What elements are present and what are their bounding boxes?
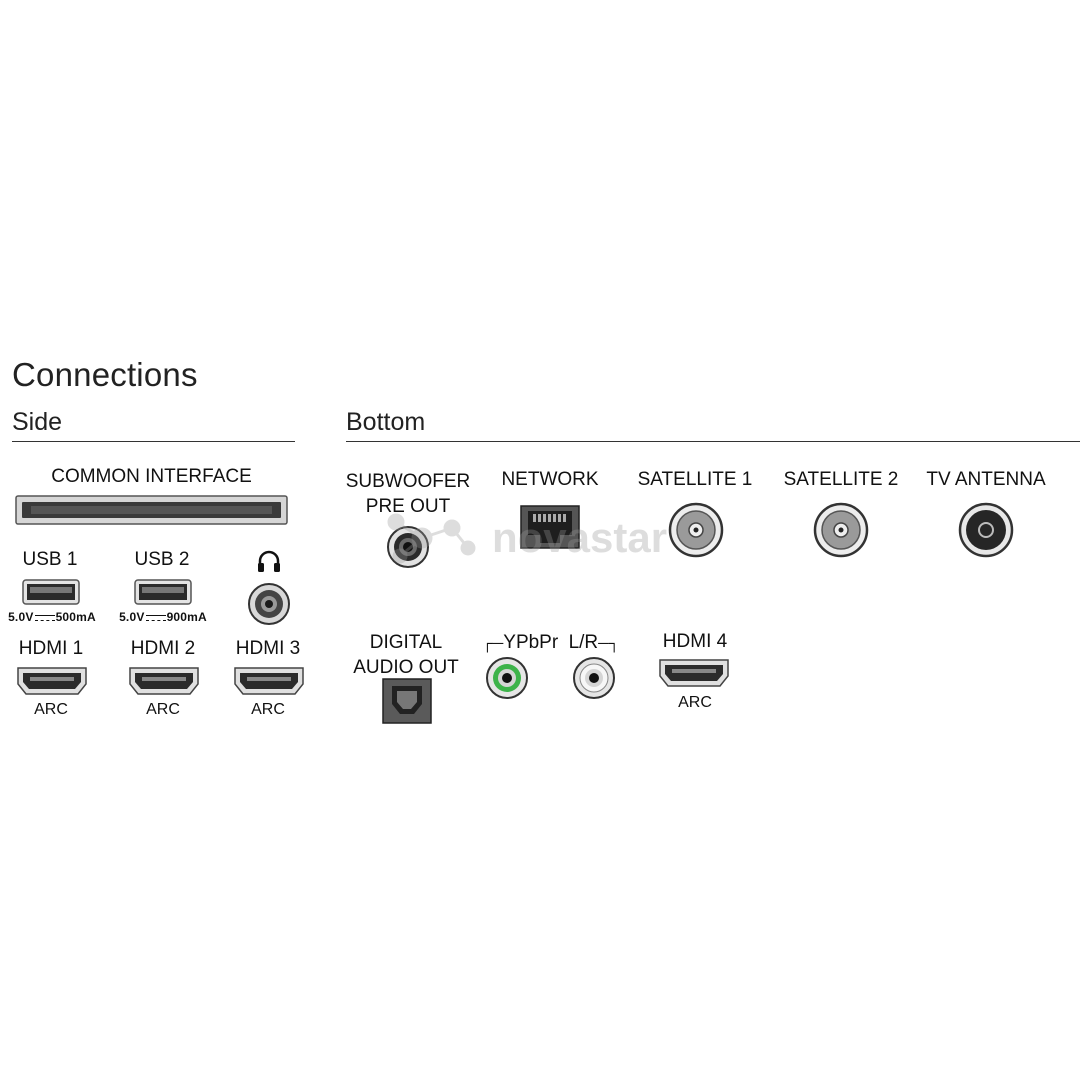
usb1-label: USB 1 bbox=[22, 549, 78, 570]
ypbpr-label-text: YPbPr bbox=[503, 632, 559, 653]
page-title: Connections bbox=[12, 356, 198, 393]
tv-antenna-label: TV ANTENNA bbox=[926, 469, 1046, 490]
side-heading: Side bbox=[12, 408, 63, 436]
lr-label-text: L/R bbox=[568, 632, 599, 653]
side-divider bbox=[12, 441, 295, 442]
bottom-heading: Bottom bbox=[346, 408, 426, 436]
digital-audio-label-line1: DIGITAL bbox=[369, 632, 443, 653]
hdmi4-arc-label: ARC bbox=[678, 694, 712, 711]
ethernet-port-icon bbox=[520, 505, 580, 549]
coax-port-icon bbox=[668, 502, 724, 558]
hdmi-port-icon bbox=[658, 658, 730, 688]
coax-port-icon bbox=[813, 502, 869, 558]
network-label: NETWORK bbox=[501, 469, 599, 490]
antenna-port-icon bbox=[958, 502, 1014, 558]
hdmi2-arc-label: ARC bbox=[146, 701, 180, 718]
hdmi3-arc-label: ARC bbox=[251, 701, 285, 718]
headphones-icon bbox=[256, 549, 282, 573]
optical-port-icon bbox=[382, 678, 432, 724]
satellite1-label: SATELLITE 1 bbox=[637, 469, 753, 490]
usb-port-icon bbox=[134, 579, 192, 605]
subwoofer-label-line2: PRE OUT bbox=[365, 496, 451, 517]
usb-port-icon bbox=[22, 579, 80, 605]
digital-audio-label: DIGITAL AUDIO OUT bbox=[338, 630, 474, 680]
digital-audio-label-line2: AUDIO OUT bbox=[353, 657, 459, 678]
headphone-jack-icon bbox=[247, 582, 291, 626]
subwoofer-jack-icon bbox=[386, 525, 430, 569]
hdmi-port-icon bbox=[16, 666, 88, 696]
common-interface-slot-icon bbox=[15, 495, 288, 525]
usb2-label: USB 2 bbox=[134, 549, 190, 570]
hdmi3-label: HDMI 3 bbox=[235, 638, 301, 659]
satellite2-label: SATELLITE 2 bbox=[783, 469, 899, 490]
hdmi-port-icon bbox=[128, 666, 200, 696]
subwoofer-label: SUBWOOFER PRE OUT bbox=[338, 469, 478, 519]
rca-port-icon bbox=[572, 656, 616, 700]
ypbpr-label: ┌─YPbPr bbox=[482, 632, 559, 653]
hdmi-port-icon bbox=[233, 666, 305, 696]
rca-port-icon bbox=[485, 656, 529, 700]
hdmi1-arc-label: ARC bbox=[34, 701, 68, 718]
bottom-divider bbox=[346, 441, 1080, 442]
subwoofer-label-line1: SUBWOOFER bbox=[345, 471, 471, 492]
hdmi4-label: HDMI 4 bbox=[662, 631, 728, 652]
lr-label: L/R─┐ bbox=[568, 632, 620, 653]
hdmi1-label: HDMI 1 bbox=[18, 638, 84, 659]
hdmi2-label: HDMI 2 bbox=[130, 638, 196, 659]
common-interface-label: COMMON INTERFACE bbox=[51, 466, 252, 487]
